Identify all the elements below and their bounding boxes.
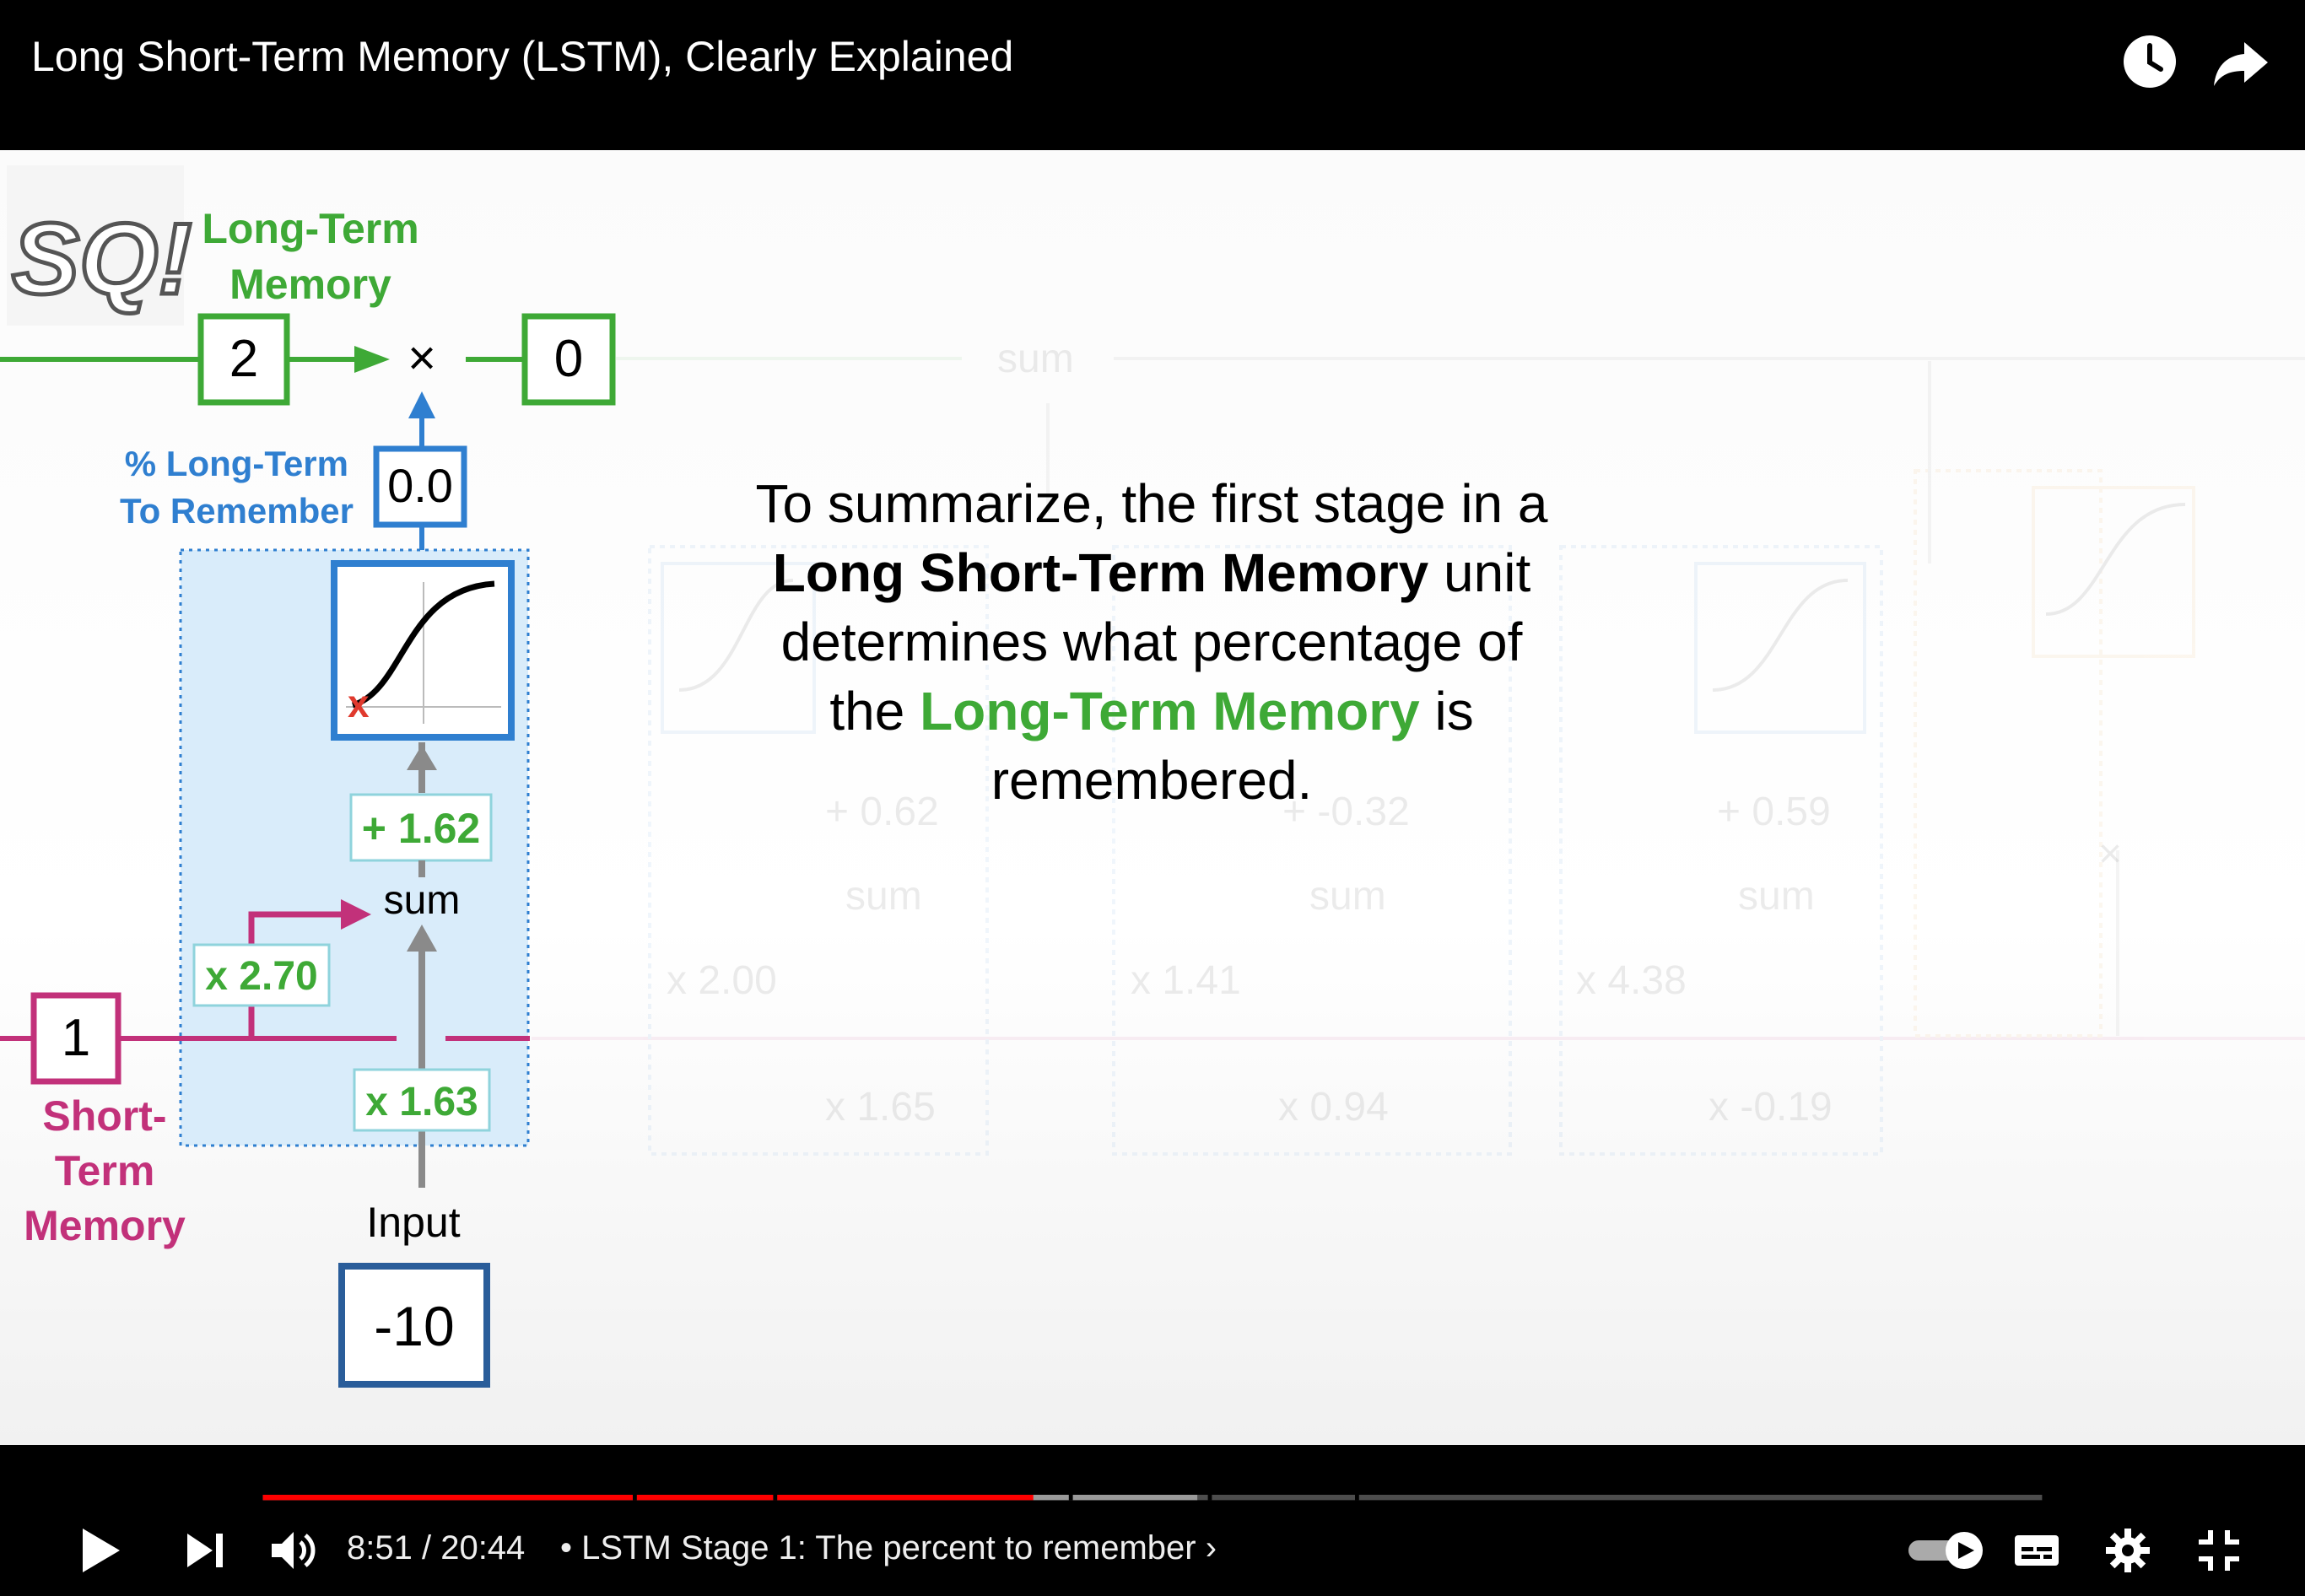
gear-icon[interactable] xyxy=(2103,1525,2153,1576)
short-term-label-1: Short- xyxy=(42,1092,166,1140)
long-term-output-value: 0 xyxy=(554,330,583,388)
x-marker: x xyxy=(348,682,370,725)
time-display: 8:51 / 20:44 xyxy=(347,1529,525,1567)
multiply-symbol: × xyxy=(408,331,436,386)
faded-sum-1: sum xyxy=(845,874,922,919)
long-term-label-2: Memory xyxy=(229,261,391,308)
player-controls xyxy=(0,1445,2305,1596)
exit-fullscreen-icon[interactable] xyxy=(2194,1525,2244,1576)
faded-sum-3: sum xyxy=(1738,874,1815,919)
long-term-label-1: Long-Term xyxy=(202,205,418,252)
faded-short-weight-2: x 1.41 xyxy=(1131,958,1241,1003)
faded-labels: sum + 0.62 + -0.32 + 0.59 sum sum sum x … xyxy=(667,337,2122,1130)
progress-bar[interactable] xyxy=(40,1495,2265,1502)
chapter-gap xyxy=(1207,1495,1212,1501)
summary-line-2: Long Short-Term Memory unit xyxy=(667,538,1637,607)
faded-diagram xyxy=(532,357,2305,1156)
summary-line-3: determines what percentage of xyxy=(780,612,1523,672)
faded-input-weight-2: x 0.94 xyxy=(1278,1085,1389,1130)
faded-bias-1: + 0.62 xyxy=(825,790,939,834)
chapter-gap xyxy=(633,1495,637,1501)
short-weight-value: x 2.70 xyxy=(205,954,317,999)
faded-short-weight-1: x 2.00 xyxy=(667,958,777,1003)
play-icon[interactable] xyxy=(78,1525,123,1576)
chevron-right-icon: › xyxy=(1205,1529,1217,1566)
volume-icon[interactable] xyxy=(268,1525,319,1576)
faded-bias-2: + -0.32 xyxy=(1282,790,1410,834)
title-bar: Long Short-Term Memory (LSTM), Clearly E… xyxy=(0,0,2305,150)
input-weight-value: x 1.63 xyxy=(365,1080,478,1124)
lstm-diagram: sum + 0.62 + -0.32 + 0.59 sum sum sum x … xyxy=(0,165,2305,1388)
short-term-label-3: Memory xyxy=(24,1202,186,1249)
short-weight-box xyxy=(192,943,331,1007)
chapter-gap xyxy=(1068,1495,1073,1501)
faded-input-weight-1: x 1.65 xyxy=(825,1085,936,1130)
short-term-label-2: Term xyxy=(55,1147,155,1194)
share-arrow-icon[interactable] xyxy=(2211,30,2273,93)
faded-sum-2: sum xyxy=(1309,874,1386,919)
chapter-gaps xyxy=(633,1495,1359,1501)
summary-line-1: To summarize, the first stage in a xyxy=(755,473,1548,534)
duration: 20:44 xyxy=(440,1529,526,1566)
summary-line-4-start: the xyxy=(829,681,920,741)
time-separator: / xyxy=(412,1529,441,1566)
autoplay-toggle[interactable] xyxy=(1905,1525,1989,1576)
faded-bias-3: + 0.59 xyxy=(1717,790,1831,834)
summary-line-4-end: is xyxy=(1419,681,1474,741)
bias-value: + 1.62 xyxy=(362,805,480,852)
percent-label-2: To Remember xyxy=(120,491,354,531)
sum-label: sum xyxy=(384,878,461,923)
input-label: Input xyxy=(366,1199,460,1246)
chapter-gap xyxy=(1355,1495,1359,1501)
percent-label-1: % Long-Term xyxy=(125,444,348,483)
input-box xyxy=(338,1263,490,1388)
input-value: -10 xyxy=(374,1295,454,1357)
progress-played xyxy=(262,1495,1034,1501)
long-term-input-box xyxy=(197,313,290,406)
current-time: 8:51 xyxy=(347,1529,413,1566)
input-weight-box xyxy=(353,1068,491,1132)
summary-line-4: the Long-Term Memory is xyxy=(667,677,1637,746)
sigmoid-curve xyxy=(351,580,495,709)
logo-text: SQ! xyxy=(12,202,192,315)
summary-line-5: remembered. xyxy=(991,750,1313,811)
long-term-output-box xyxy=(521,313,616,406)
long-term-input-value: 2 xyxy=(229,330,258,388)
statquest-logo: SQ! xyxy=(7,165,194,326)
bias-box xyxy=(349,793,493,862)
faded-sum-top: sum xyxy=(997,337,1074,381)
faded-multiply: × xyxy=(2098,832,2122,876)
faded-input-weight-3: x -0.19 xyxy=(1709,1085,1833,1130)
chapter-title-button[interactable]: • LSTM Stage 1: The percent to remember … xyxy=(560,1529,1217,1567)
faded-short-weight-3: x 4.38 xyxy=(1576,958,1687,1003)
subtitles-icon[interactable] xyxy=(2011,1525,2062,1576)
summary-green: Long-Term Memory xyxy=(920,681,1420,741)
video-frame[interactable]: sum + 0.62 + -0.32 + 0.59 sum sum sum x … xyxy=(0,150,2305,1445)
video-title[interactable]: Long Short-Term Memory (LSTM), Clearly E… xyxy=(31,33,1014,80)
summary-bold: Long Short-Term Memory xyxy=(772,542,1429,603)
summary-line-2-end: unit xyxy=(1428,542,1531,603)
summary-text: To summarize, the first stage in a Long … xyxy=(667,469,1637,815)
short-term-box xyxy=(30,992,121,1085)
chapter-title: • LSTM Stage 1: The percent to remember xyxy=(560,1529,1196,1566)
percent-value: 0.0 xyxy=(387,459,453,512)
clock-icon[interactable] xyxy=(2119,30,2181,93)
short-term-value: 1 xyxy=(62,1009,90,1067)
chapter-gap xyxy=(773,1495,778,1501)
next-icon[interactable] xyxy=(182,1525,228,1576)
